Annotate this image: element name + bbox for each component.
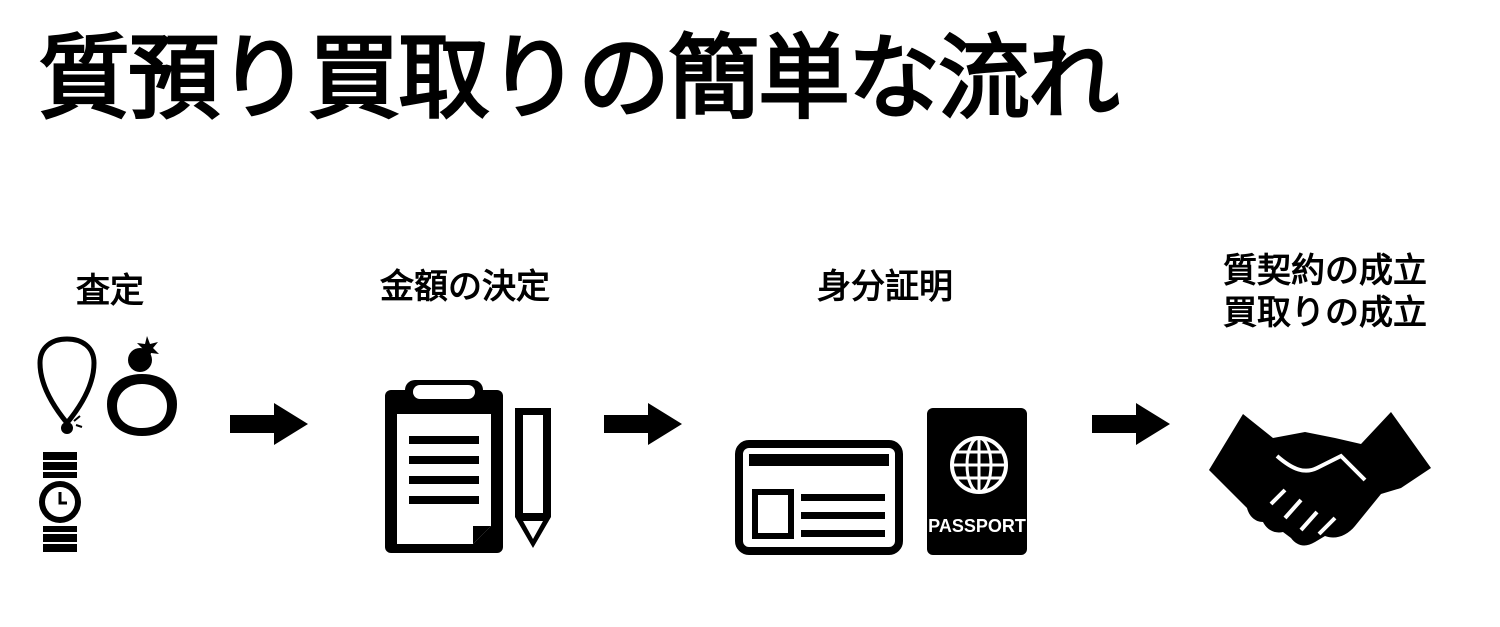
wristwatch-icon [39, 452, 81, 552]
arrow-right-icon [604, 403, 682, 445]
step-label-contract-completion: 質契約の成立 買取りの成立 [1180, 250, 1470, 334]
ring-icon [107, 336, 177, 436]
clipboard-icon [385, 380, 503, 553]
passport-text: PASSPORT [928, 516, 1026, 536]
necklace-icon [37, 336, 97, 434]
step-label-line-pawn-contract: 質契約の成立 [1223, 251, 1427, 291]
step-label-appraisal: 査定 [76, 271, 144, 311]
arrow-right-icon [1092, 403, 1170, 445]
step-label-line-purchase: 買取りの成立 [1223, 293, 1427, 333]
step-label-price-decision: 金額の決定 [380, 267, 550, 307]
pencil-icon [515, 408, 551, 548]
step-label-identification: 身分証明 [817, 267, 953, 307]
id-card-icon [735, 440, 903, 555]
page-title: 質預り買取りの簡単な流れ [38, 24, 1120, 132]
passport-icon: PASSPORT [927, 408, 1027, 555]
arrow-right-icon [230, 403, 308, 445]
handshake-icon [1209, 412, 1431, 546]
